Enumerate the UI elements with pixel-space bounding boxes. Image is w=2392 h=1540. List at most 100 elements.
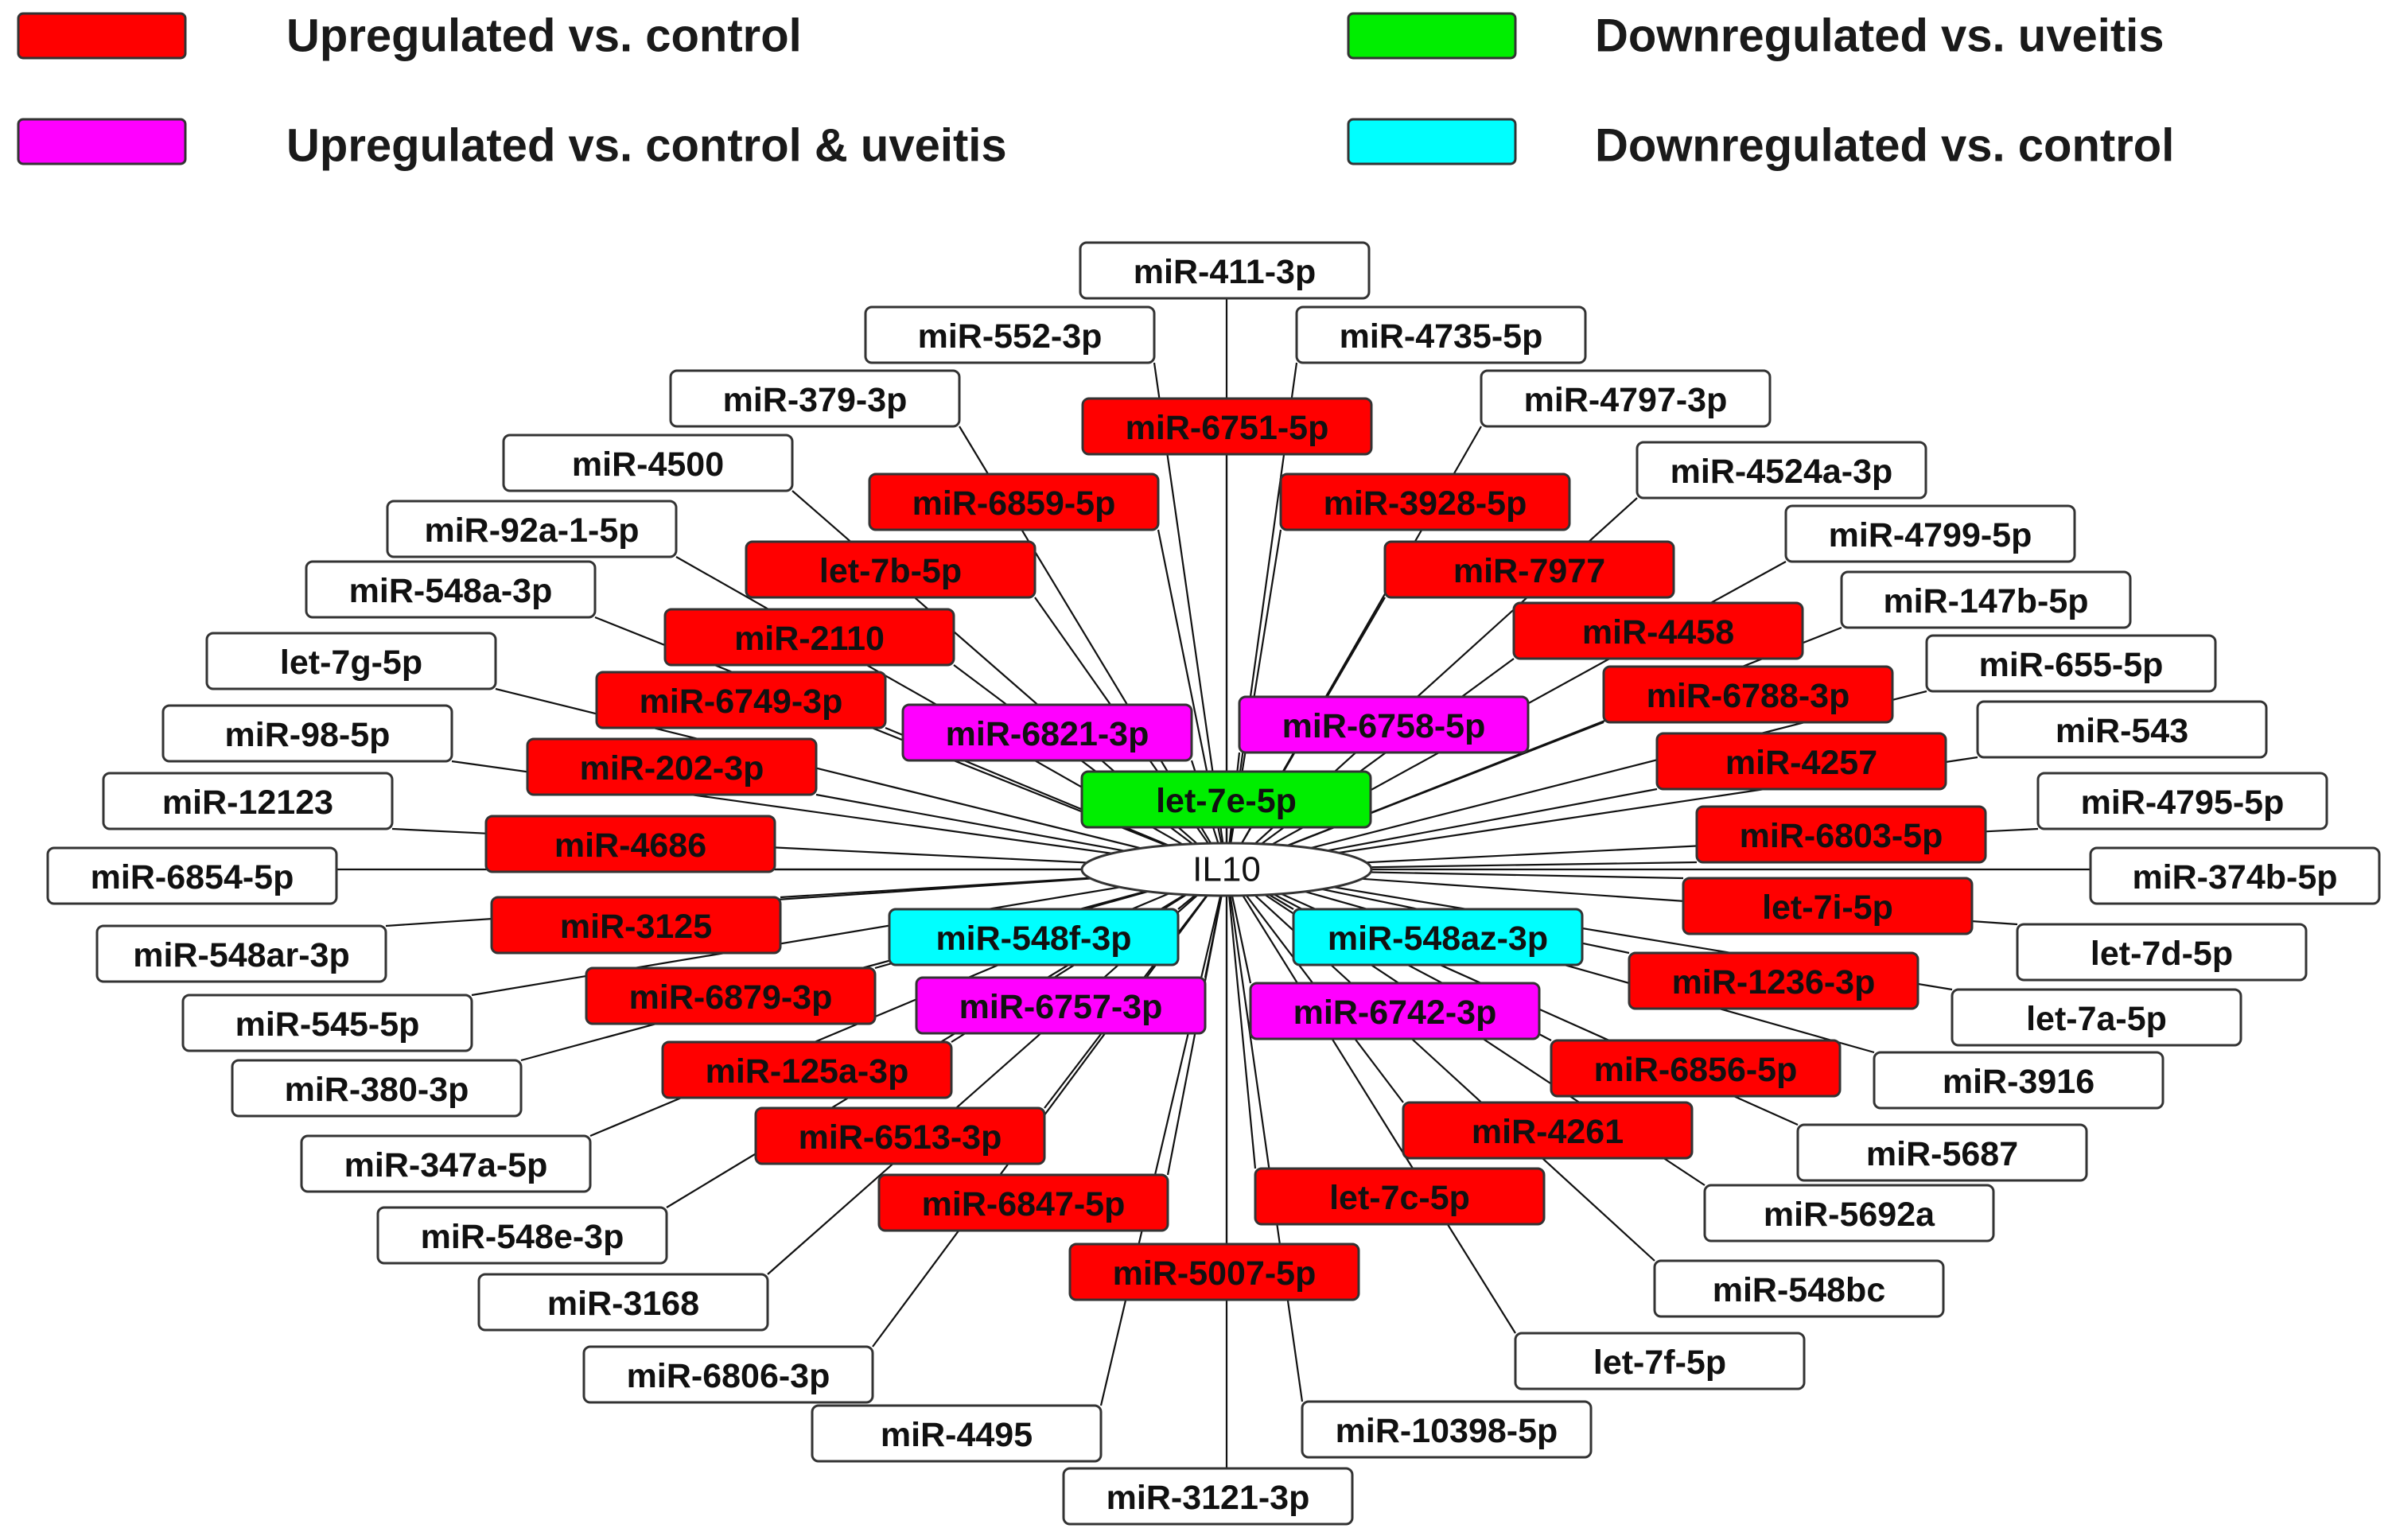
node-mir-6758-5p: miR-6758-5p xyxy=(1238,695,1530,754)
node-mir-543: miR-543 xyxy=(1976,700,2268,759)
node-mir-6749-3p: miR-6749-3p xyxy=(595,671,887,729)
node-box-mir-6749-3p xyxy=(595,671,887,729)
node-label-mir-4257: miR-4257 xyxy=(1725,744,1877,782)
node-label-mir-4735-5p: miR-4735-5p xyxy=(1340,317,1543,356)
node-mir-5692a: miR-5692a xyxy=(1703,1184,1995,1242)
node-label-mir-6859-5p: miR-6859-5p xyxy=(912,484,1116,523)
node-box-mir-10398-5p xyxy=(1301,1400,1593,1459)
node-box-let-7d-5p xyxy=(2016,923,2308,982)
node-mir-6856-5p: miR-6856-5p xyxy=(1550,1039,1842,1098)
node-mir-4799-5p: miR-4799-5p xyxy=(1784,504,2076,563)
node-box-mir-6513-3p xyxy=(754,1106,1046,1165)
node-label-mir-3125: miR-3125 xyxy=(560,908,712,946)
node-mir-202-3p: miR-202-3p xyxy=(526,737,818,796)
node-label-mir-125a-3p: miR-125a-3p xyxy=(706,1052,909,1091)
node-box-mir-202-3p xyxy=(526,737,818,796)
node-mir-6513-3p: miR-6513-3p xyxy=(754,1106,1046,1165)
node-label-mir-4495: miR-4495 xyxy=(881,1416,1033,1454)
node-box-mir-5692a xyxy=(1703,1184,1995,1242)
node-mir-548bc: miR-548bc xyxy=(1653,1259,1945,1318)
node-let-7b-5p: let-7b-5p xyxy=(745,540,1037,599)
node-mir-552-3p: miR-552-3p xyxy=(864,305,1156,364)
node-let-7f-5p: let-7f-5p xyxy=(1514,1332,1806,1390)
edge-il10-mir-10398-5p xyxy=(1225,869,1304,1402)
node-box-mir-5687 xyxy=(1796,1123,2088,1182)
node-box-mir-411-3p xyxy=(1079,241,1371,300)
node-box-mir-4686 xyxy=(484,815,776,873)
node-box-let-7c-5p xyxy=(1254,1167,1546,1226)
node-label-let-7e-5p: let-7e-5p xyxy=(1156,782,1297,820)
node-mir-4795-5p: miR-4795-5p xyxy=(2036,772,2328,830)
node-mir-92a-1-5p: miR-92a-1-5p xyxy=(386,500,678,558)
node-box-mir-6854-5p xyxy=(46,846,338,905)
node-label-mir-6821-3p: miR-6821-3p xyxy=(946,715,1149,753)
node-label-mir-548bc: miR-548bc xyxy=(1713,1271,1885,1309)
node-label-let-7d-5p: let-7d-5p xyxy=(2091,935,2233,973)
node-box-mir-4458 xyxy=(1512,601,1804,660)
node-label-mir-548a-3p: miR-548a-3p xyxy=(349,572,553,610)
node-box-let-7f-5p xyxy=(1514,1332,1806,1390)
node-mir-548ar-3p: miR-548ar-3p xyxy=(95,924,387,983)
node-label-mir-6757-3p: miR-6757-3p xyxy=(959,988,1163,1026)
node-label-mir-202-3p: miR-202-3p xyxy=(580,749,764,788)
legend-swatch-upregulated-vs-control-uveitis xyxy=(17,118,187,165)
node-label-mir-3916: miR-3916 xyxy=(1943,1063,2094,1101)
node-box-mir-6859-5p xyxy=(868,472,1160,531)
node-mir-545-5p: miR-545-5p xyxy=(181,994,473,1052)
node-box-mir-6758-5p xyxy=(1238,695,1530,754)
node-label-mir-1236-3p: miR-1236-3p xyxy=(1672,963,1876,1001)
node-box-mir-548bc xyxy=(1653,1259,1945,1318)
node-mir-6859-5p: miR-6859-5p xyxy=(868,472,1160,531)
legend-swatch-upregulated-vs-control xyxy=(17,12,187,60)
node-label-mir-3928-5p: miR-3928-5p xyxy=(1324,484,1527,523)
node-mir-6806-3p: miR-6806-3p xyxy=(582,1345,874,1404)
node-label-mir-6879-3p: miR-6879-3p xyxy=(629,978,833,1017)
node-label-mir-4500: miR-4500 xyxy=(572,445,724,484)
node-mir-147b-5p: miR-147b-5p xyxy=(1840,570,2132,629)
node-mir-4261: miR-4261 xyxy=(1402,1101,1694,1160)
node-label-let-7a-5p: let-7a-5p xyxy=(2026,1000,2167,1038)
node-label-mir-5692a: miR-5692a xyxy=(1764,1196,1935,1234)
node-box-let-7e-5p xyxy=(1080,770,1372,829)
node-label-mir-6854-5p: miR-6854-5p xyxy=(91,858,294,896)
hub-ellipse xyxy=(1080,842,1373,897)
node-mir-4735-5p: miR-4735-5p xyxy=(1295,305,1587,364)
node-label-mir-6847-5p: miR-6847-5p xyxy=(922,1185,1126,1223)
legend-label-upregulated-vs-control-uveitis: Upregulated vs. control & uveitis xyxy=(286,120,1007,172)
node-box-mir-4797-3p xyxy=(1480,369,1772,428)
node-label-let-7g-5p: let-7g-5p xyxy=(280,644,422,682)
node-box-mir-4257 xyxy=(1655,732,1947,791)
node-mir-7977: miR-7977 xyxy=(1383,540,1675,599)
node-label-mir-548az-3p: miR-548az-3p xyxy=(1328,920,1548,958)
node-label-let-7b-5p: let-7b-5p xyxy=(819,552,962,590)
edge-il10-mir-2110 xyxy=(953,664,1227,870)
node-mir-6821-3p: miR-6821-3p xyxy=(901,703,1193,762)
node-label-mir-4795-5p: miR-4795-5p xyxy=(2081,784,2285,822)
node-box-mir-548ar-3p xyxy=(95,924,387,983)
node-label-let-7f-5p: let-7f-5p xyxy=(1593,1344,1726,1382)
node-box-mir-347a-5p xyxy=(300,1134,592,1193)
node-box-mir-6806-3p xyxy=(582,1345,874,1404)
legend-label-downregulated-vs-uveitis: Downregulated vs. uveitis xyxy=(1595,10,2164,62)
node-box-mir-374b-5p xyxy=(2089,846,2381,905)
node-box-mir-5007-5p xyxy=(1068,1242,1360,1301)
node-box-mir-12123 xyxy=(102,772,394,830)
node-box-mir-98-5p xyxy=(161,704,453,763)
legend-label-upregulated-vs-control: Upregulated vs. control xyxy=(286,10,802,62)
node-label-mir-3121-3p: miR-3121-3p xyxy=(1107,1479,1310,1517)
node-mir-4257: miR-4257 xyxy=(1655,732,1947,791)
node-box-mir-4495 xyxy=(811,1404,1103,1463)
node-mir-6742-3p: miR-6742-3p xyxy=(1249,982,1541,1040)
node-box-let-7g-5p xyxy=(205,632,497,690)
node-mir-6879-3p: miR-6879-3p xyxy=(585,966,877,1025)
node-box-let-7i-5p xyxy=(1682,877,1974,935)
node-mir-380-3p: miR-380-3p xyxy=(231,1059,523,1118)
node-label-mir-6788-3p: miR-6788-3p xyxy=(1647,677,1850,715)
node-mir-5007-5p: miR-5007-5p xyxy=(1068,1242,1360,1301)
node-box-mir-6847-5p xyxy=(877,1173,1169,1232)
node-mir-6751-5p: miR-6751-5p xyxy=(1081,397,1373,456)
